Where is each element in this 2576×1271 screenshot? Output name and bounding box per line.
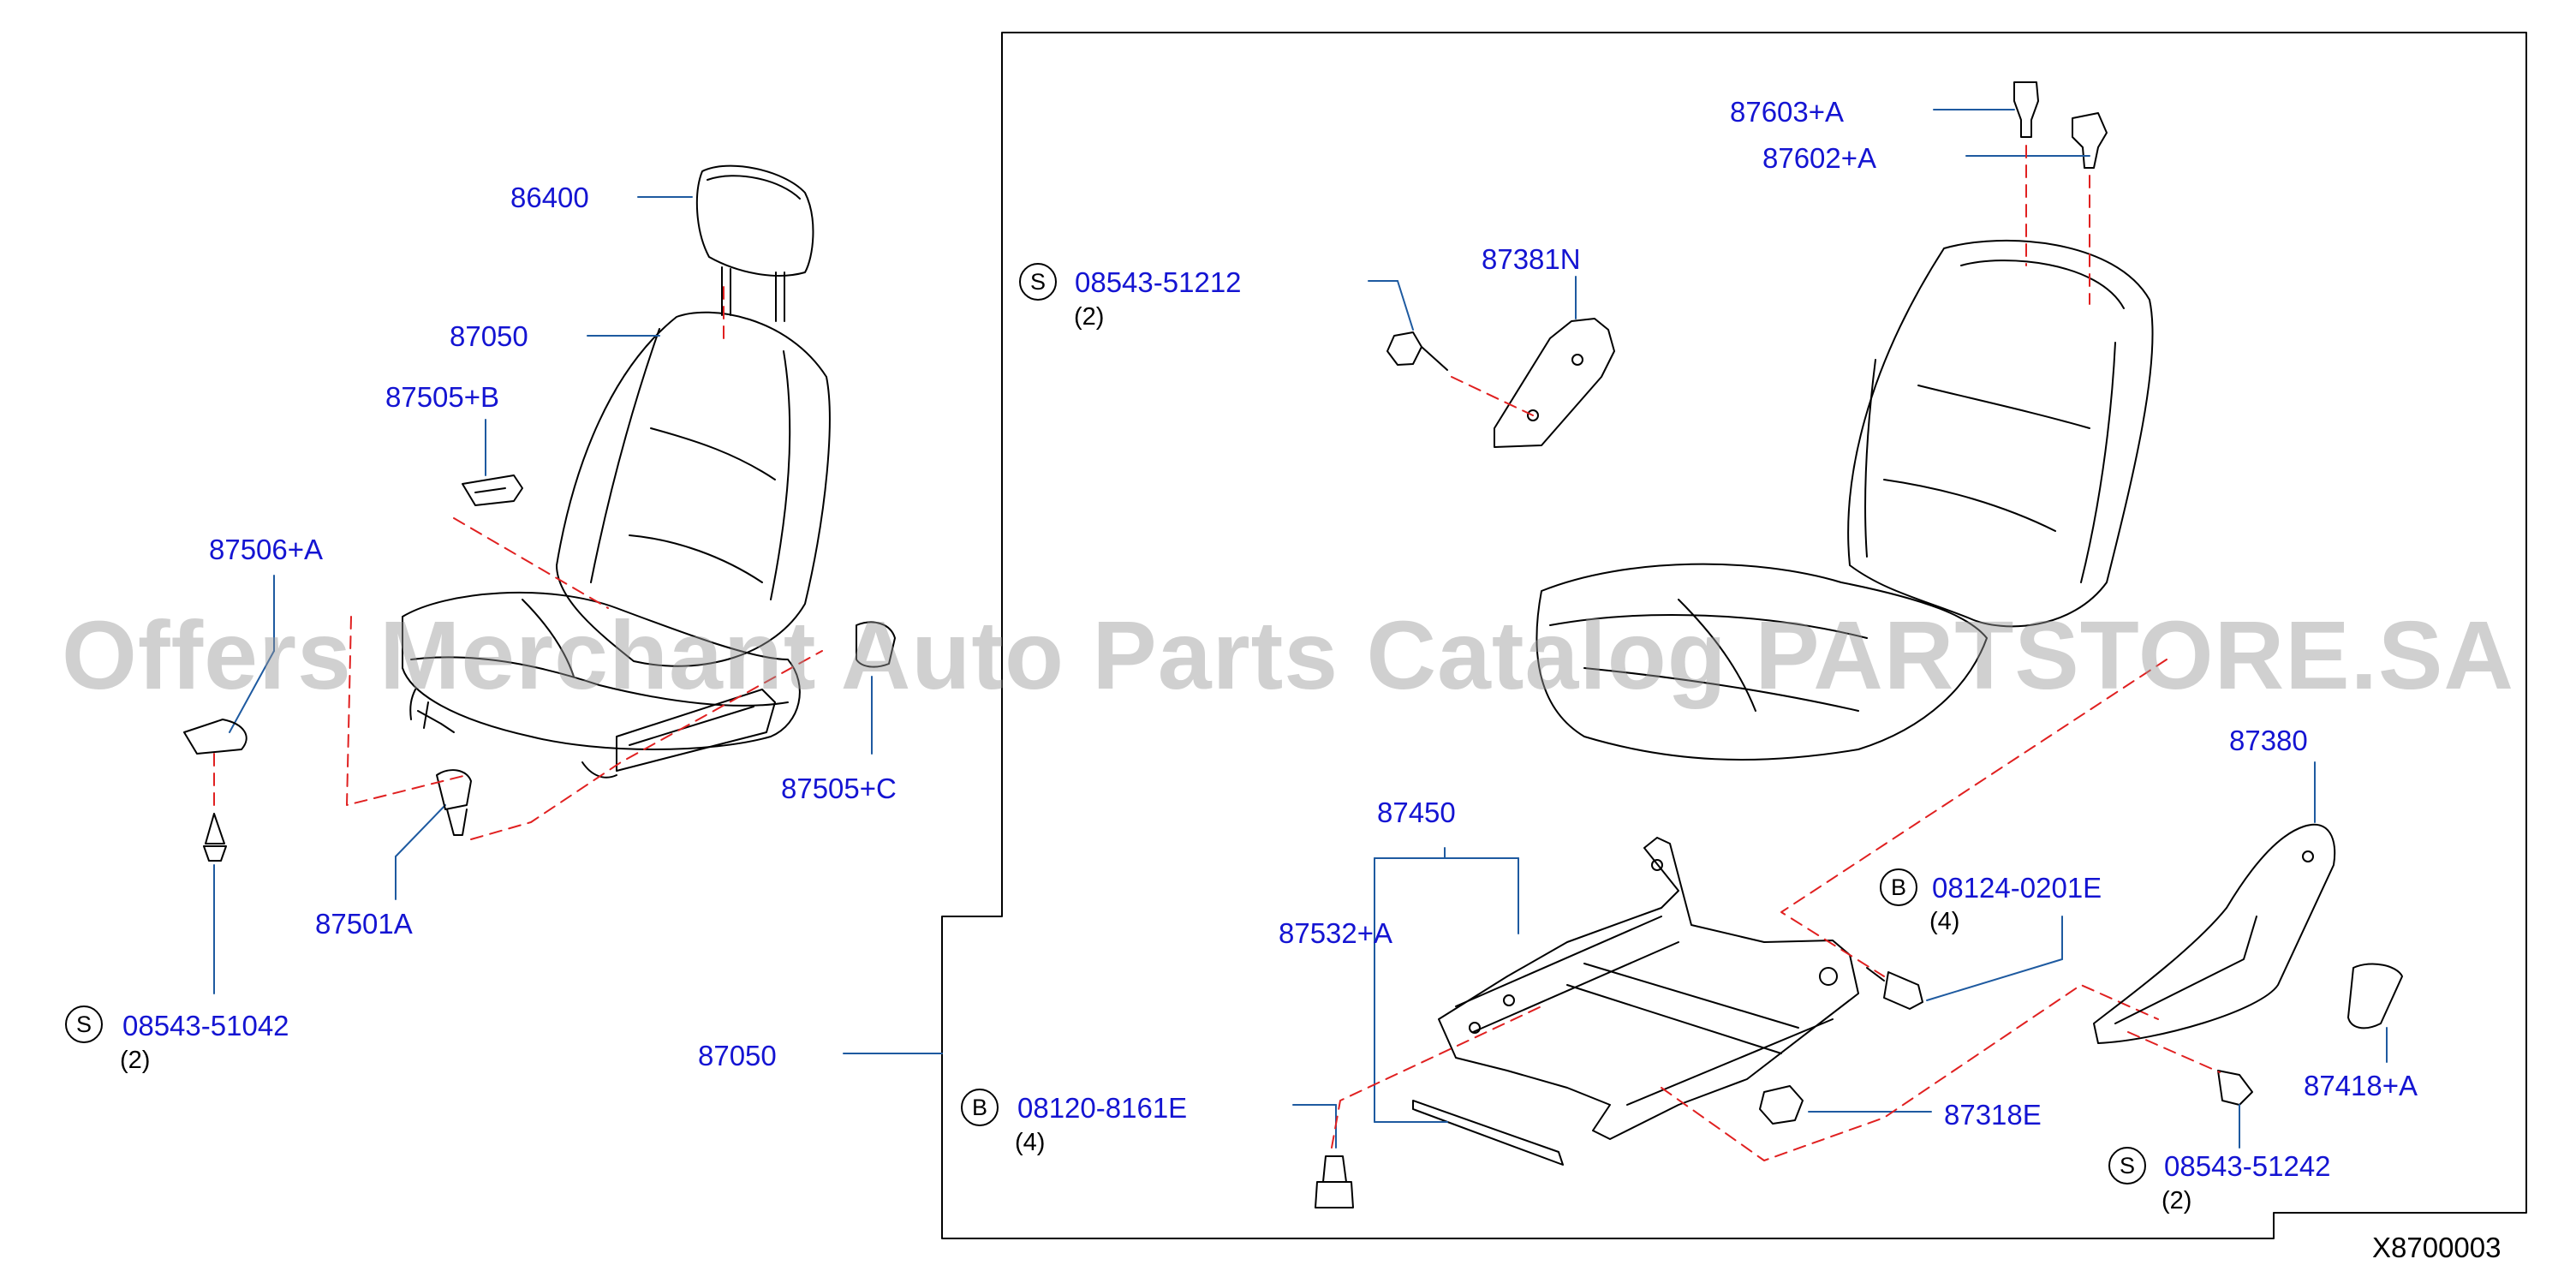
seat-trim-illustration: [1535, 239, 2154, 761]
part-label-08543-51242[interactable]: 08543-51242: [2164, 1150, 2331, 1182]
guide-87602a-shape: [2072, 112, 2108, 169]
part-label-87602a[interactable]: 87602+A: [1762, 142, 1877, 174]
knob-87418a-shape: [2347, 963, 2403, 1029]
quantity-08543-51212: (2): [1074, 303, 1105, 331]
part-label-87506a[interactable]: 87506+A: [209, 534, 324, 565]
part-label-87532a[interactable]: 87532+A: [1279, 917, 1393, 949]
fastener-badge-b: B: [961, 1089, 999, 1126]
subassembly-boundary: [941, 32, 2527, 1239]
fastener-badge-s: S: [65, 1005, 103, 1043]
screw-08543-51042-shape: [203, 813, 227, 862]
seat-frame-illustration: [1315, 837, 1923, 1208]
cover-87380-shape: [2093, 823, 2336, 1044]
quantity-08543-51042: (2): [120, 1047, 151, 1074]
screw-08543-51242-shape: [2217, 1070, 2253, 1106]
seat-frame-shape: [1438, 837, 1859, 1140]
part-label-87380[interactable]: 87380: [2229, 725, 2308, 756]
bolt-08124-0201e-shape: [1866, 967, 1923, 1010]
part-label-87381n[interactable]: 87381N: [1482, 243, 1581, 275]
part-label-87050-top[interactable]: 87050: [450, 320, 528, 352]
fastener-badge-s: S: [1019, 263, 1057, 301]
quantity-08543-51242: (2): [2162, 1187, 2192, 1214]
fastener-badge-s: S: [2108, 1147, 2146, 1184]
quantity-08124-0201e: (4): [1929, 908, 1960, 935]
seat-cushion-shape: [402, 591, 801, 750]
part-label-87318e[interactable]: 87318E: [1944, 1099, 2042, 1131]
headrest-shape: [695, 164, 814, 277]
trim-back-shape: [1847, 239, 2154, 628]
bolt-08120-8161e-shape: [1315, 1155, 1354, 1208]
part-label-87501a[interactable]: 87501A: [315, 908, 413, 940]
rod-87532a-shape: [1412, 1100, 1564, 1166]
bolt-87501a-shape: [436, 769, 472, 836]
part-label-08124-0201e[interactable]: 08124-0201E: [1932, 872, 2102, 904]
diagram-reference: X8700003: [2372, 1232, 2501, 1263]
part-label-08120-8161e[interactable]: 08120-8161E: [1017, 1092, 1188, 1124]
part-label-87450[interactable]: 87450: [1377, 797, 1456, 828]
part-label-87418a[interactable]: 87418+A: [2304, 1070, 2418, 1101]
cover-87506a-shape: [183, 719, 247, 755]
quantity-08120-8161e: (4): [1015, 1129, 1046, 1156]
cap-87505c-shape: [856, 621, 896, 668]
nut-87318e-shape: [1759, 1085, 1804, 1125]
seatback-shape: [556, 311, 831, 667]
trim-cushion-shape: [1535, 563, 1988, 761]
clip-87505b-shape: [462, 474, 523, 506]
cover-87381n-shape: [1494, 318, 1615, 448]
part-label-86400[interactable]: 86400: [510, 182, 589, 213]
complete-seat-illustration: [402, 164, 831, 779]
part-label-87603a[interactable]: 87603+A: [1730, 96, 1845, 128]
part-label-87505b[interactable]: 87505+B: [385, 381, 500, 413]
screw-08543-51212-shape: [1386, 331, 1448, 371]
part-label-08543-51042[interactable]: 08543-51042: [122, 1010, 289, 1041]
part-label-08543-51212[interactable]: 08543-51212: [1075, 266, 1242, 298]
guide-87603a-shape: [2013, 81, 2039, 138]
fastener-badge-b: B: [1880, 868, 1917, 906]
part-label-87505c[interactable]: 87505+C: [781, 773, 897, 804]
part-label-87050-bottom[interactable]: 87050: [698, 1040, 777, 1071]
